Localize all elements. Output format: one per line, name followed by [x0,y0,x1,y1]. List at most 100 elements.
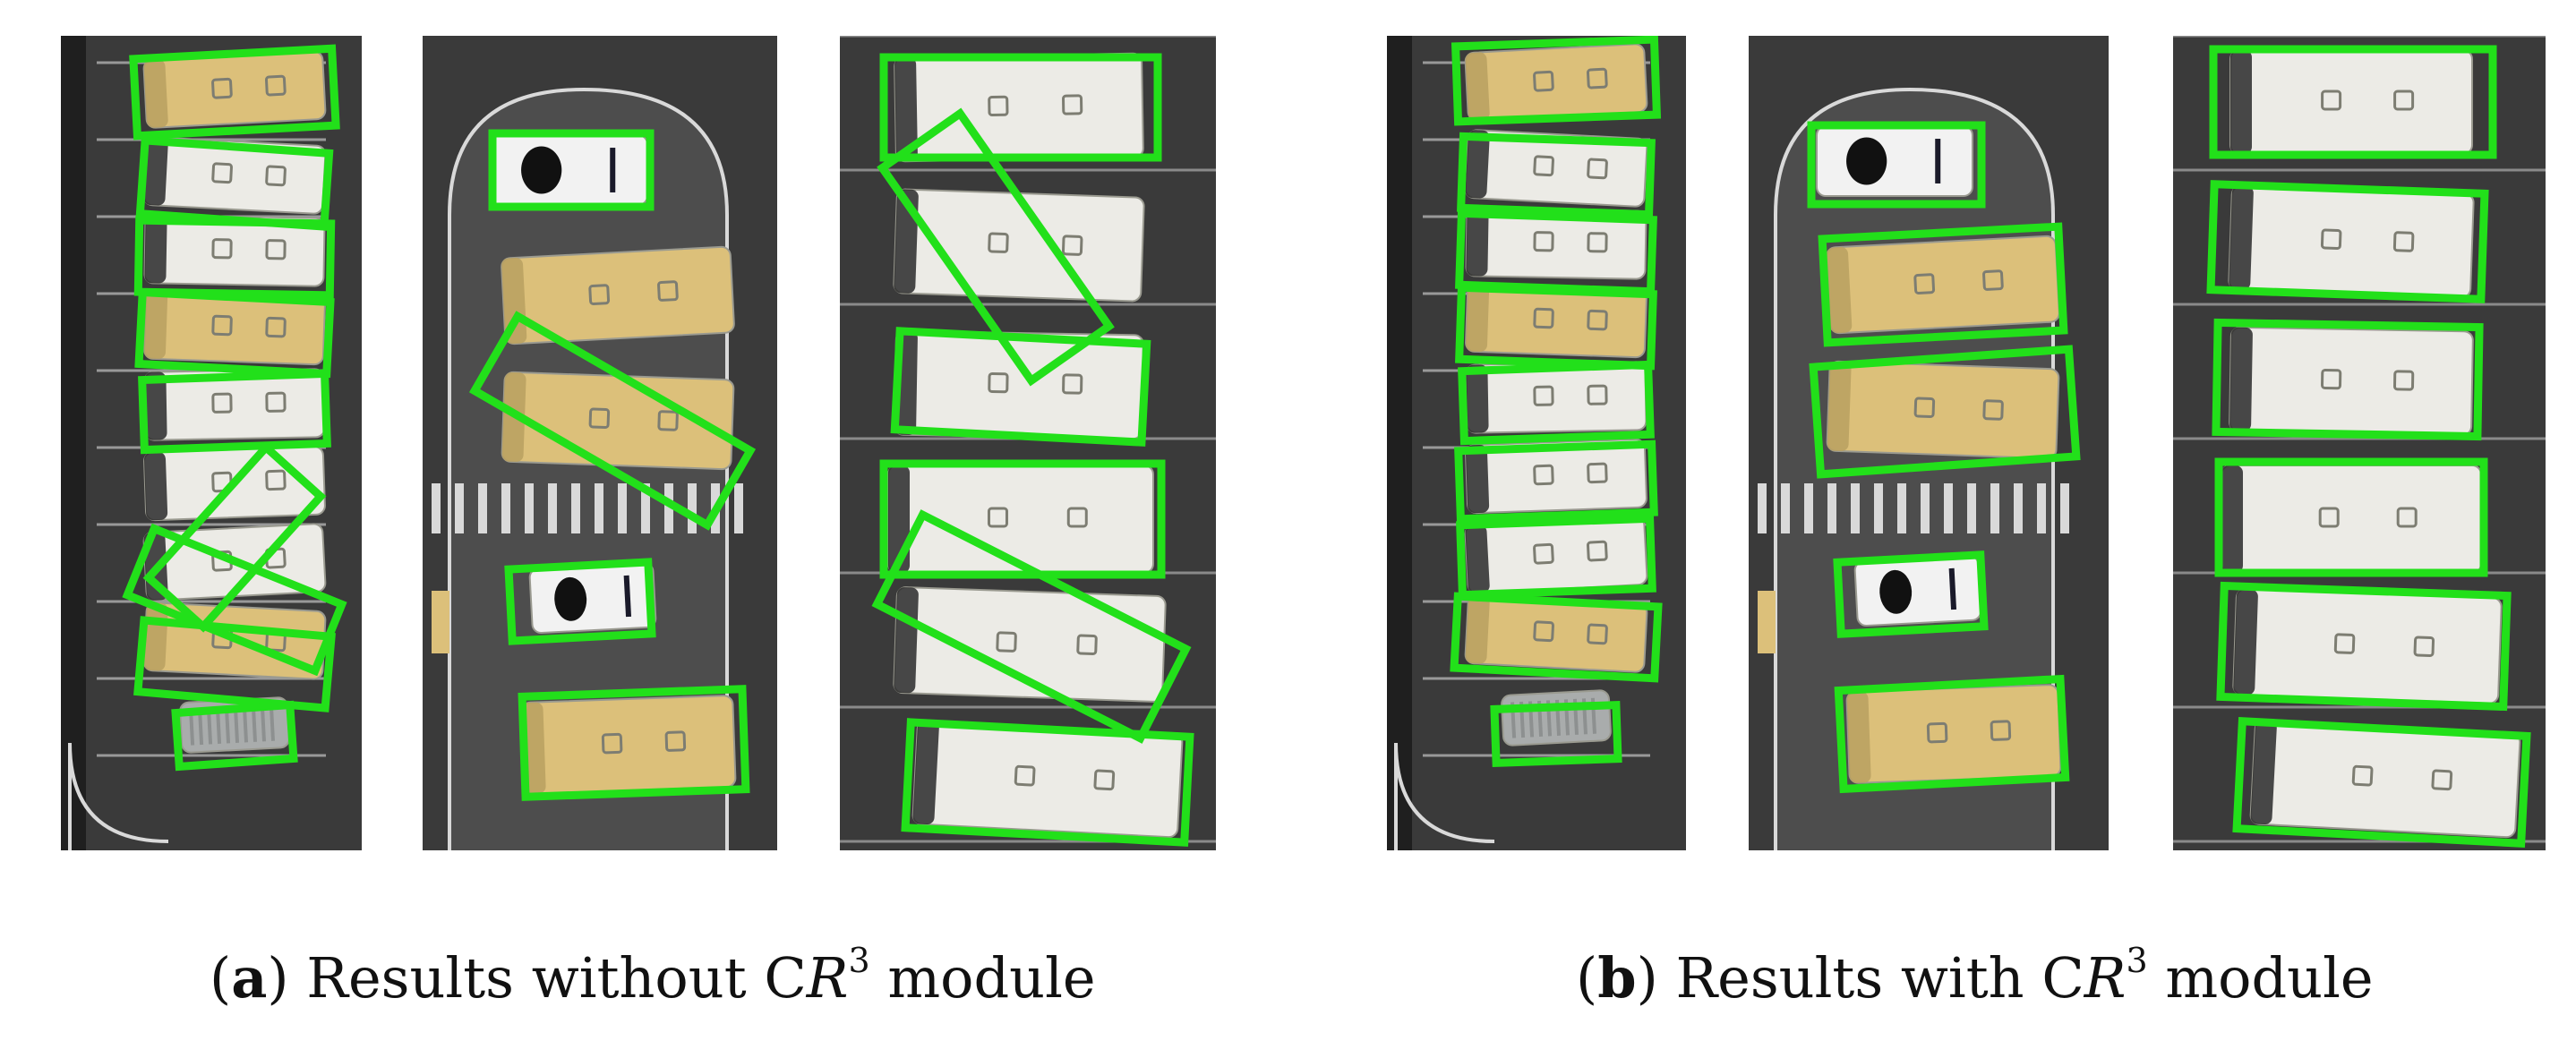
crosswalk-stripe [2037,483,2046,533]
vehicle-body [520,695,737,795]
roof-unit [1587,462,1608,484]
vehicle-body [1826,235,2060,335]
vehicle-body [2232,588,2503,704]
caption-b-letter: b [1597,945,1637,1011]
crosswalk-stripe [1897,483,1906,533]
crosswalk-stripe [595,483,603,533]
vehicle-rear [610,148,616,192]
vehicle-windshield [1879,569,1913,614]
crosswalk-stripe [1851,483,1860,533]
vehicle-vent [269,704,275,741]
vehicle-cab [2233,589,2258,695]
vehicle-vent [260,705,267,742]
vehicle-2-2 [894,329,1144,440]
roof-unit [1982,269,2004,291]
caption-a-italic: R [806,945,849,1011]
aerial-panel-b-1 [1387,36,1686,850]
detection-box-b-1 [2206,180,2489,303]
roof-unit [2393,90,2415,111]
crosswalk-stripe [1921,483,1930,533]
crosswalk-stripe [618,483,627,533]
roof-unit [1587,158,1608,180]
detection-box-b-2 [2212,318,2484,441]
vehicle-cab [1465,52,1490,121]
pole [432,591,449,653]
detection-box-b-3 [1455,283,1657,371]
roof-unit [1990,720,2012,741]
curb-line [1394,742,1495,850]
left-curb [1387,36,1412,850]
detection-box-a-7 [133,616,336,712]
vehicle-cab [1465,595,1490,664]
vehicle-cab [144,290,168,360]
vehicle-body [2229,49,2473,155]
caption-a-superscript: 3 [848,941,870,980]
vehicle-vent [215,707,222,745]
crosswalk-stripe [548,483,557,533]
vehicle-3-8 [1501,689,1612,747]
vehicle-body [893,188,1145,303]
vehicle-vent [198,708,204,746]
detection-box-a-2 [504,558,656,645]
vehicle-3-7 [1464,594,1648,673]
caption-b: (b) Results with CR3 module [1576,938,2374,1019]
detection-box-a-2 [890,327,1151,447]
caption-b-italic: R [2084,945,2127,1011]
vehicle-5-3 [2221,465,2482,574]
roof-unit [2321,90,2342,111]
crosswalk-stripe [641,483,650,533]
crosswalk-stripe [1874,483,1883,533]
vehicle-cab [2229,185,2254,290]
vehicle-cab [894,57,918,162]
roof-unit [657,410,679,431]
vehicle-5-0 [2229,49,2473,155]
roof-unit [265,469,287,491]
roof-unit [264,74,287,97]
roof-unit [2413,636,2435,657]
vehicle-vent [251,705,258,742]
vehicle-rear [623,575,632,618]
detection-box-b-0 [1807,121,1986,209]
vehicle-cab [2250,720,2277,825]
roof-unit [2333,633,2356,654]
detection-box-b-0 [1451,36,1662,126]
roof-unit [1093,769,1116,791]
crosswalk-stripe [1967,483,1976,533]
vehicle-4-1 [1826,235,2060,335]
roof-unit [1533,307,1554,329]
vehicle-windshield [554,576,587,621]
asphalt [2173,36,2546,850]
detection-box-b-6 [1456,514,1656,600]
roof-unit [1533,620,1554,643]
roof-unit [2318,507,2340,528]
vehicle-3-2 [1465,207,1647,280]
caption-a-open: ( [210,945,232,1011]
roof-unit [2351,764,2374,787]
detection-box-b-7 [1450,592,1663,683]
roof-unit [664,730,687,752]
vehicle-body [1845,684,2062,784]
vehicle-vent [242,706,249,743]
vehicle-cab [1827,361,1852,452]
detection-box-a-5 [142,441,327,633]
caption-b-close: ) [1636,945,1658,1011]
panel-content [61,36,362,850]
detection-box-a-5 [901,718,1194,847]
crosswalk-stripe [1944,483,1953,533]
vehicle-windshield [521,146,562,194]
vehicle-cab [894,587,919,694]
vehicle-vent [233,706,240,743]
detection-box-a-1 [468,311,757,531]
detection-box-b-8 [1490,700,1622,768]
roof-unit [2320,228,2342,250]
roof-unit [265,391,287,413]
vehicle-4-3 [1853,554,1982,627]
vehicle-vent [189,709,195,746]
aerial-panel-a-3 [840,36,1216,850]
vehicle-cab [144,215,167,284]
roof-unit [588,407,611,430]
crosswalk-stripe [734,483,743,533]
vehicle-1-4 [520,695,737,795]
caption-a-close: ) [267,945,289,1011]
left-curb [61,36,86,850]
